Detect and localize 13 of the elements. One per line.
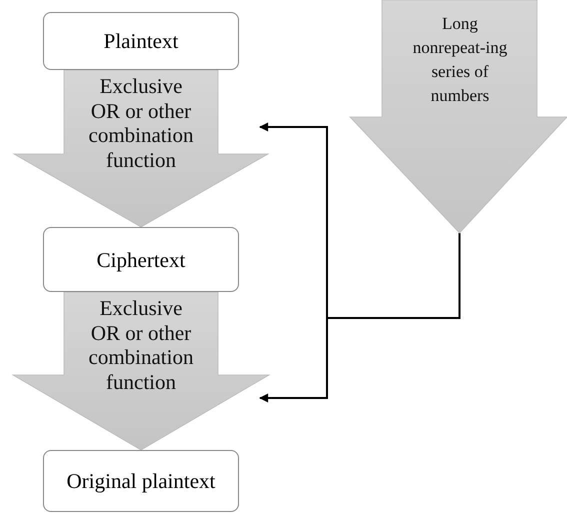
- node-label: Original plaintext: [66, 469, 216, 493]
- node-label: Plaintext: [102, 29, 180, 53]
- process-box: [43, 12, 239, 70]
- connector-arrow: [259, 233, 460, 402]
- process-box: [43, 227, 239, 292]
- node-label: Ciphertext: [96, 248, 186, 272]
- process-box: [43, 450, 239, 512]
- node-label: Long nonrepeat-ing series of numbers: [412, 13, 508, 107]
- block-arrow: [350, 0, 567, 233]
- edge-label: Exclusive OR or other combination function: [88, 74, 194, 172]
- edge-label: Exclusive OR or other combination function: [88, 296, 194, 394]
- block-arrow: [12, 70, 270, 228]
- block-arrow: [12, 292, 270, 450]
